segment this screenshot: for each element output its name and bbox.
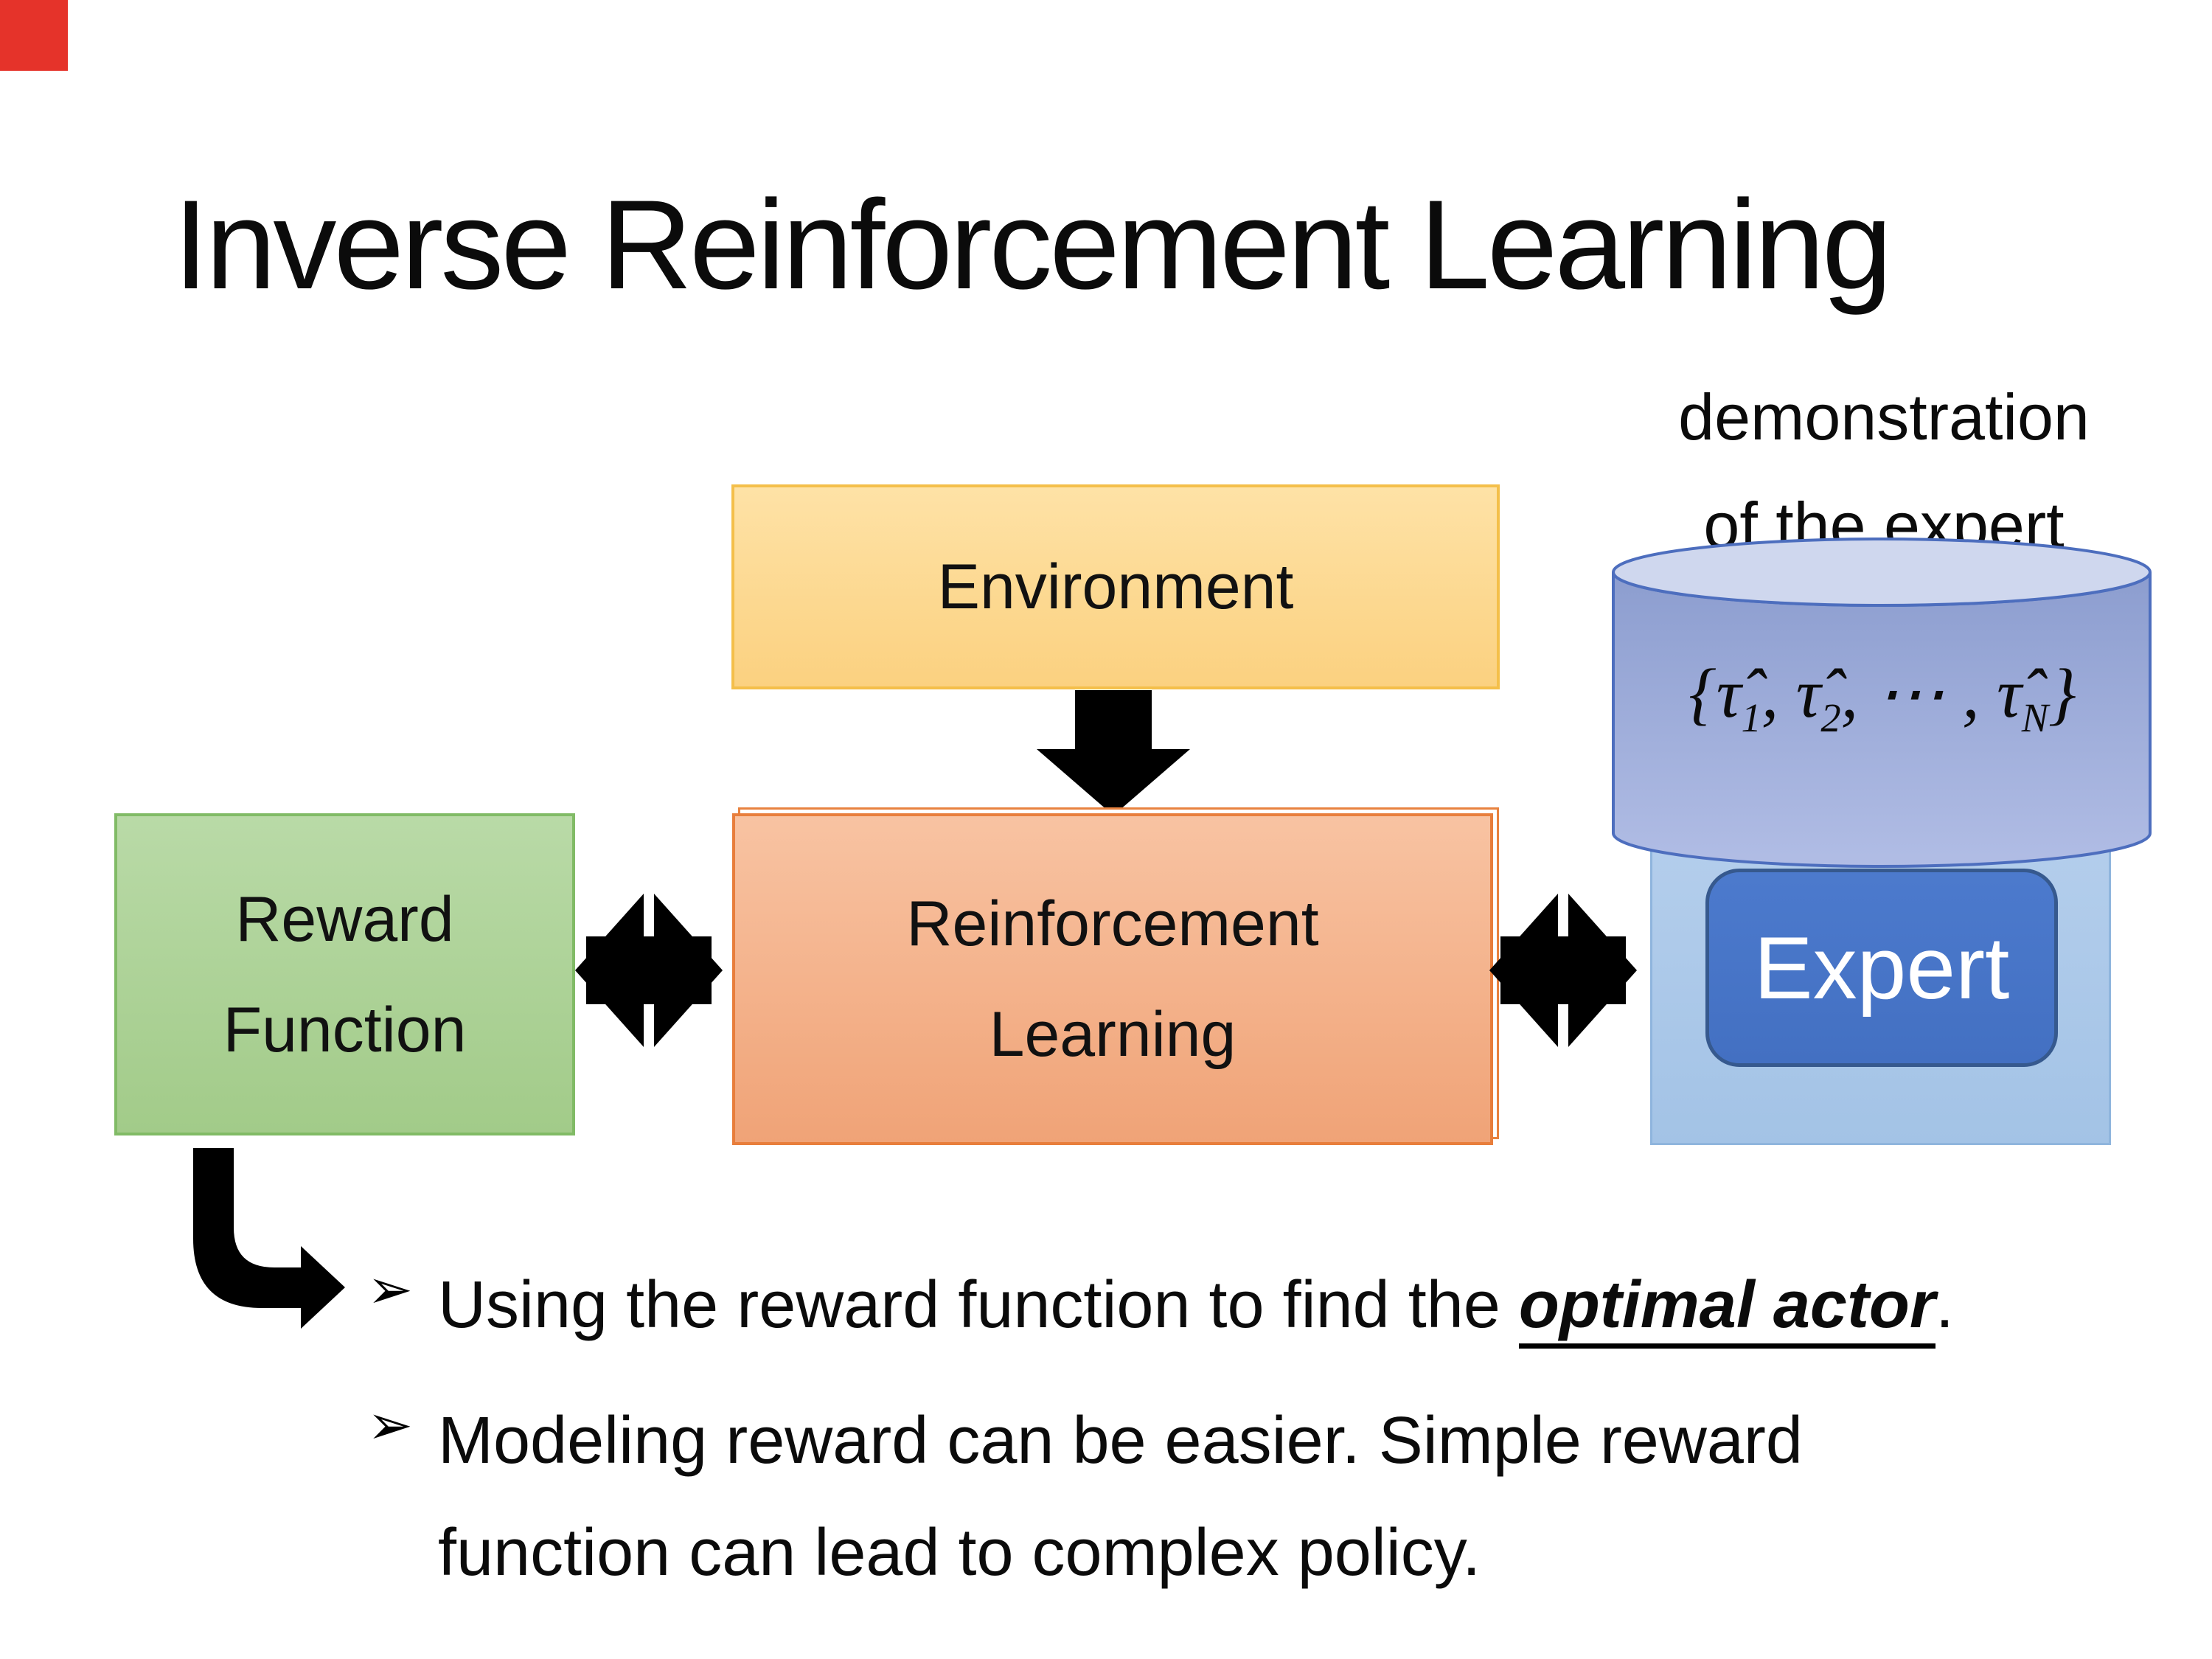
bullet1-text: Using the reward function to find the op… bbox=[438, 1249, 1954, 1361]
bullet1-emphasis: optimal actor bbox=[1518, 1268, 1935, 1349]
formula-part: {τ̂ bbox=[1688, 655, 1742, 732]
formula-subscript: 1 bbox=[1741, 695, 1761, 740]
bullet-item-1: ➢ Using the reward function to find the … bbox=[367, 1249, 2137, 1361]
demonstration-caption-line1: demonstration bbox=[1678, 380, 2090, 453]
corner-marker bbox=[0, 0, 68, 71]
reward-function-line1: Reward bbox=[235, 883, 454, 955]
formula-part: , τ̂ bbox=[1761, 655, 1821, 732]
expert-box: Expert bbox=[1705, 869, 2058, 1067]
double-arrow-right-icon bbox=[1489, 894, 1637, 1047]
elbow-arrow-icon bbox=[193, 1148, 345, 1329]
demonstrations-cylinder-icon bbox=[1612, 538, 2152, 868]
bullet1-suffix: . bbox=[1935, 1268, 1954, 1342]
formula-subscript: N bbox=[2021, 695, 2049, 740]
demonstration-caption: demonstration of the expert bbox=[1593, 363, 2175, 580]
bullet-marker-icon: ➢ bbox=[367, 1259, 414, 1320]
bullet-item-2: ➢ Modeling reward can be easier. Simple … bbox=[367, 1385, 2137, 1609]
reinforcement-learning-line2: Learning bbox=[989, 999, 1237, 1070]
bullet-marker-icon: ➢ bbox=[367, 1394, 414, 1455]
bullet2-line2: function can lead to complex policy. bbox=[438, 1516, 1481, 1590]
reinforcement-learning-box: Reinforcement Learning bbox=[732, 813, 1493, 1145]
bullet2-text: Modeling reward can be easier. Simple re… bbox=[438, 1385, 1803, 1609]
environment-label: Environment bbox=[937, 552, 1294, 622]
reward-function-line2: Function bbox=[223, 994, 467, 1065]
double-arrow-left-icon bbox=[575, 894, 723, 1047]
formula-part: , ⋯ , τ̂ bbox=[1840, 655, 2022, 732]
trajectory-formula: {τ̂1, τ̂2, ⋯ , τ̂N} bbox=[1615, 653, 2150, 741]
formula-part: } bbox=[2048, 655, 2076, 732]
environment-box: Environment bbox=[731, 484, 1500, 689]
down-arrow-icon bbox=[1037, 690, 1190, 815]
reinforcement-learning-line1: Reinforcement bbox=[906, 888, 1319, 959]
page-title: Inverse Reinforcement Learning bbox=[173, 174, 1893, 316]
bullet2-line1: Modeling reward can be easier. Simple re… bbox=[438, 1404, 1803, 1478]
reward-function-box: Reward Function bbox=[114, 813, 575, 1135]
reward-function-label: Reward Function bbox=[223, 864, 467, 1085]
expert-label: Expert bbox=[1753, 918, 2010, 1018]
formula-subscript: 2 bbox=[1820, 695, 1841, 740]
reinforcement-learning-label: Reinforcement Learning bbox=[906, 869, 1318, 1090]
bullet1-prefix: Using the reward function to find the bbox=[438, 1268, 1519, 1342]
